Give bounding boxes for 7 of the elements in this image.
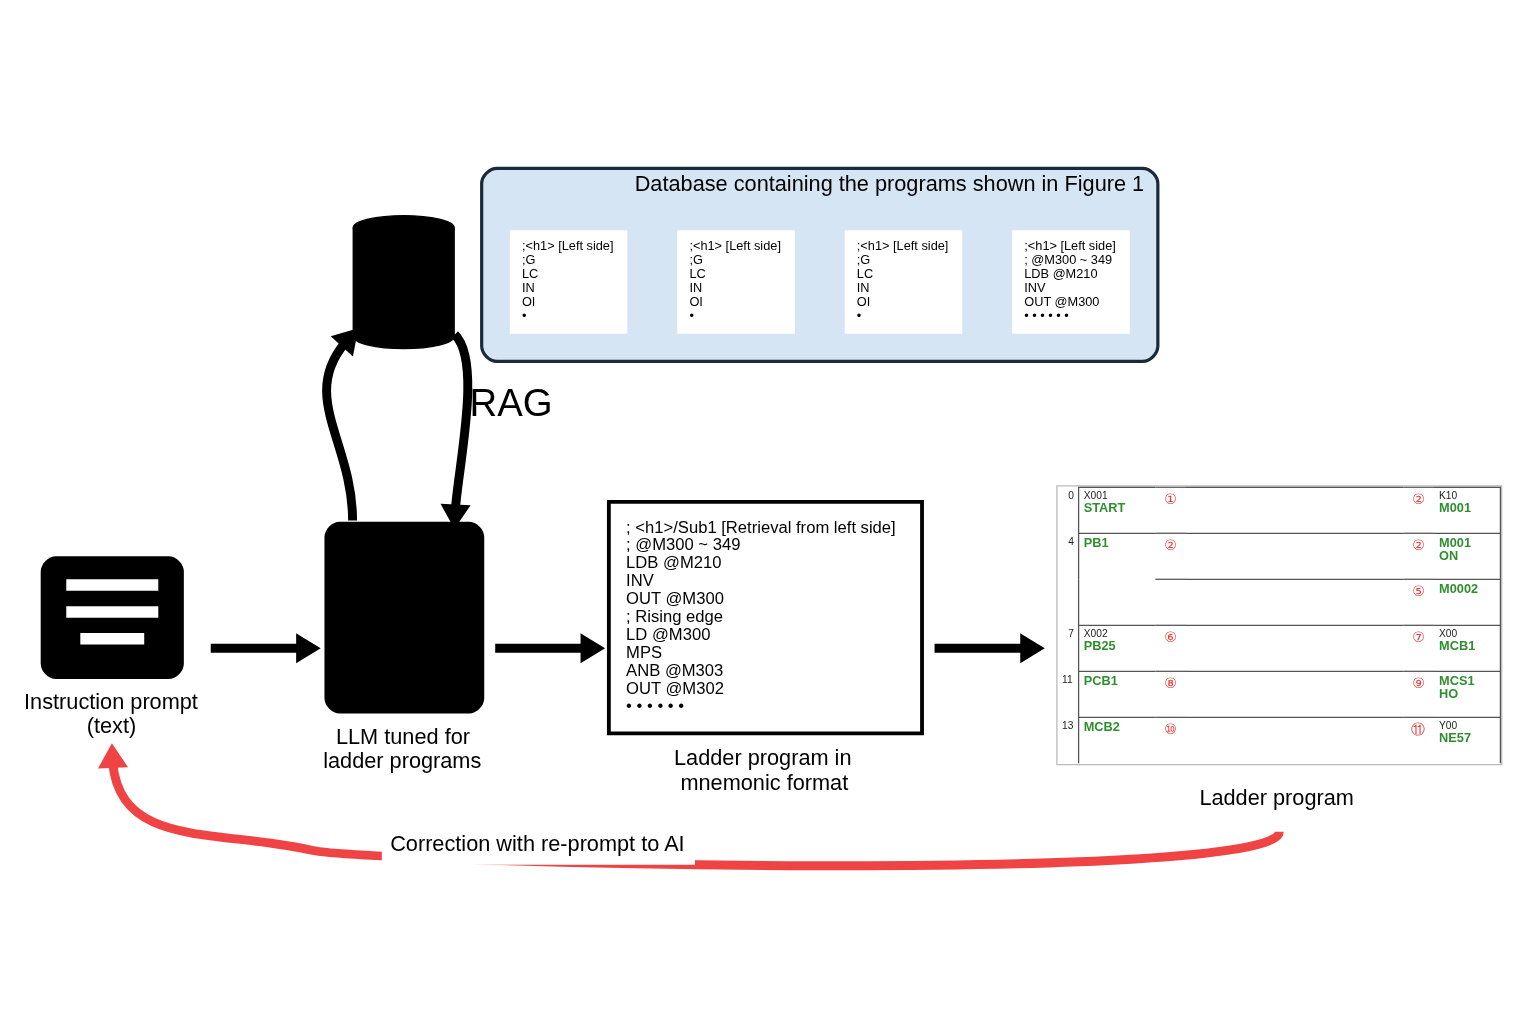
node-label: Database containing the programs shown in Figure 1 <box>634 170 1145 196</box>
node-label: Ladder program in mnemonic format <box>674 745 852 795</box>
node-label: LLM tuned for ladder programs <box>323 723 482 773</box>
node-label: Instruction prompt (text) <box>24 689 198 739</box>
edge-label: Correction with re-prompt to AI <box>390 830 685 856</box>
node-label: Ladder program <box>1199 785 1354 811</box>
edge-label: RAG <box>469 381 553 425</box>
